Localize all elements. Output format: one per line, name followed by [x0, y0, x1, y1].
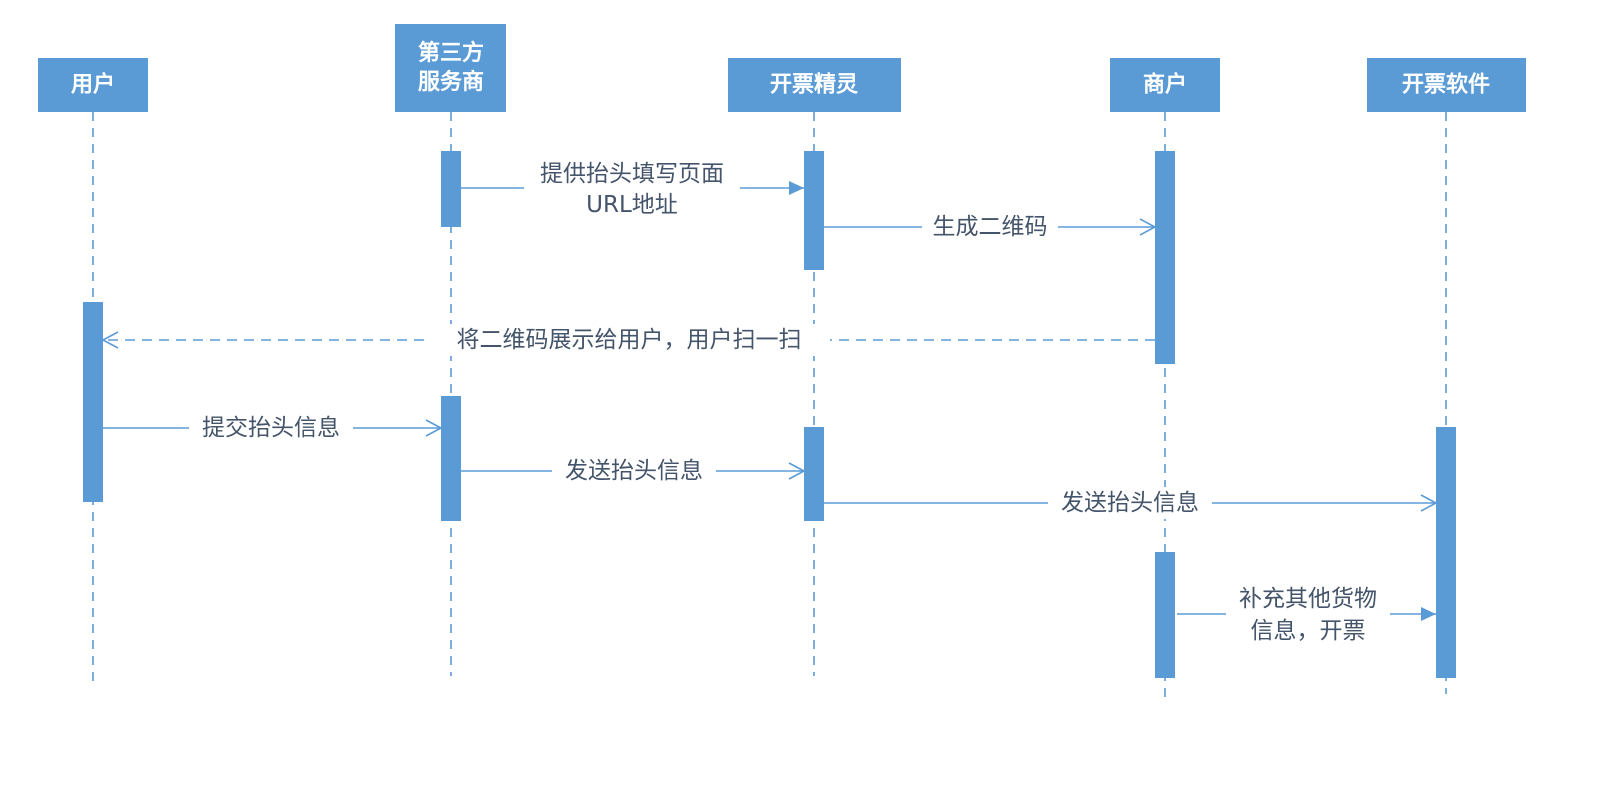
message-provide_url: 提供抬头填写页面 URL地址: [461, 158, 804, 221]
actor-merchant: 商户: [1110, 58, 1220, 112]
arrowhead-icon: [1421, 607, 1436, 621]
arrowhead-icon: [789, 181, 804, 195]
actor-box: [728, 58, 901, 112]
activation-bar: [1436, 427, 1456, 678]
message-label-bg: [1226, 583, 1390, 647]
activation-bar: [441, 396, 461, 521]
message-send_header_2: 发送抬头信息: [824, 487, 1438, 519]
message-label-bg: [189, 412, 353, 444]
message-label-bg: [524, 158, 740, 221]
message-label: 发送抬头信息: [1061, 490, 1199, 516]
actor-invoice_wizard: 开票精灵: [728, 58, 901, 112]
message-label: URL地址: [586, 192, 678, 218]
message-submit_header: 提交抬头信息: [103, 412, 443, 444]
message-label: 生成二维码: [933, 214, 1048, 240]
actor-user: 用户: [38, 58, 148, 112]
activation-bar: [83, 302, 103, 502]
actor-label: 开票精灵: [770, 72, 858, 98]
message-label-bg: [428, 324, 830, 356]
arrowhead-icon: [1420, 494, 1438, 512]
message-label: 将二维码展示给用户，用户扫一扫: [457, 327, 802, 353]
arrowhead-icon: [788, 462, 806, 480]
actor-box: [1110, 58, 1220, 112]
message-show_qr: 将二维码展示给用户，用户扫一扫: [101, 324, 1155, 356]
actor-box: [38, 58, 148, 112]
message-label-bg: [922, 211, 1058, 243]
arrowhead-icon: [1139, 218, 1157, 236]
message-label-bg: [552, 455, 716, 487]
activation-bar: [804, 427, 824, 521]
message-label: 发送抬头信息: [565, 458, 703, 484]
actor-label: 服务商: [418, 69, 484, 95]
message-label: 提交抬头信息: [202, 415, 340, 441]
arrowhead-icon: [101, 331, 119, 349]
message-label: 补充其他货物: [1239, 586, 1377, 612]
message-label: 信息，开票: [1251, 618, 1366, 644]
actor-invoice_software: 开票软件: [1367, 58, 1526, 112]
actor-label: 商户: [1143, 72, 1187, 98]
activation-bar: [441, 151, 461, 227]
activation-bar: [1155, 552, 1175, 678]
actor-label: 用户: [71, 72, 115, 98]
activation-bar: [1155, 151, 1175, 364]
message-label: 提供抬头填写页面: [540, 161, 724, 187]
actor-box: [1367, 58, 1526, 112]
actor-label: 开票软件: [1402, 72, 1490, 98]
message-label-bg: [1048, 487, 1212, 519]
actor-label: 第三方: [418, 40, 484, 66]
activation-bar: [804, 151, 824, 270]
actor-box: [395, 24, 506, 112]
message-gen_qr: 生成二维码: [824, 211, 1157, 243]
arrowhead-icon: [425, 419, 443, 437]
message-send_header_1: 发送抬头信息: [461, 455, 806, 487]
